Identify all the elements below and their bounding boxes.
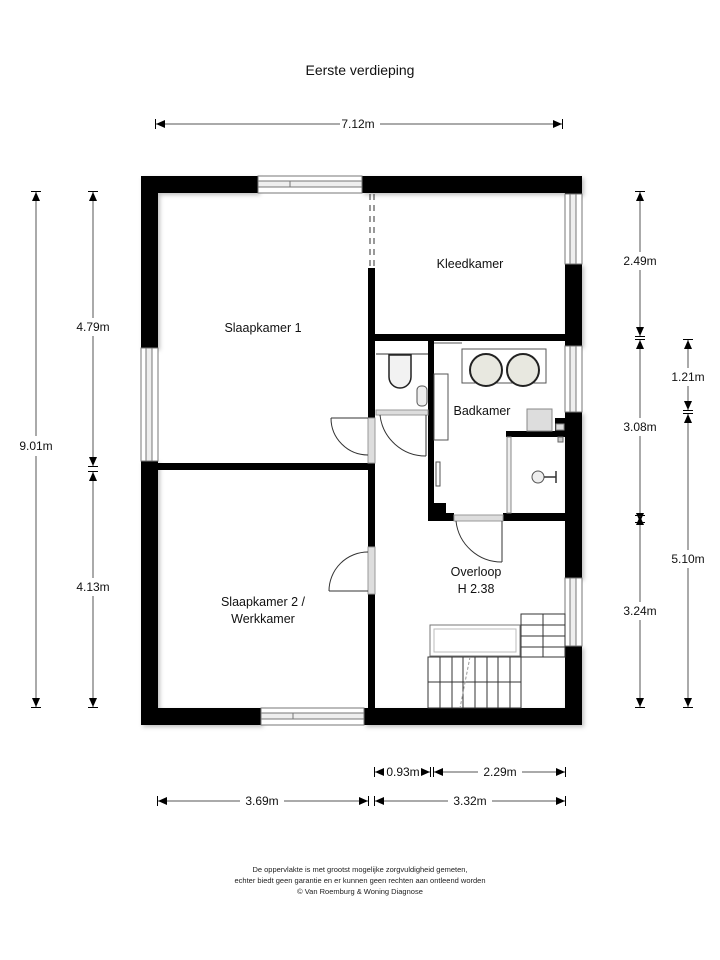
room-slaapkamer-1: Slaapkamer 1 bbox=[224, 321, 301, 335]
dimension-lines bbox=[31, 119, 693, 806]
room-overloop-height: H 2.38 bbox=[458, 582, 495, 596]
disclaimer: De oppervlakte is met grootst mogelijke … bbox=[0, 864, 720, 897]
dim-top-width: 7.12m bbox=[341, 117, 374, 131]
partition-opening bbox=[369, 194, 375, 266]
room-slaapkamer-2: Slaapkamer 2 / bbox=[221, 595, 306, 609]
dim-left-lower: 4.13m bbox=[76, 580, 109, 594]
dim-left-total: 9.01m bbox=[19, 439, 52, 453]
dim-right-inner-upper: 1.21m bbox=[671, 370, 704, 384]
copyright: © Van Roemburg & Woning Diagnose bbox=[297, 887, 423, 896]
walls bbox=[141, 176, 582, 725]
dim-bottom-right: 3.32m bbox=[453, 794, 486, 808]
room-overloop: Overloop bbox=[451, 565, 502, 579]
floor-title: Eerste verdieping bbox=[305, 62, 415, 78]
toilet bbox=[376, 353, 428, 407]
dim-right-inner-lower: 5.10m bbox=[671, 552, 704, 566]
room-badkamer: Badkamer bbox=[454, 404, 511, 418]
bath-cabinet bbox=[526, 408, 565, 432]
dim-bottom-small: 0.93m bbox=[386, 765, 419, 779]
dim-bottom-left: 3.69m bbox=[245, 794, 278, 808]
dim-right-badkamer: 3.08m bbox=[623, 420, 656, 434]
dim-right-overloop: 3.24m bbox=[623, 604, 656, 618]
windows bbox=[140, 175, 583, 726]
double-sink bbox=[433, 342, 547, 441]
dim-right-kleedkamer: 2.49m bbox=[623, 254, 656, 268]
room-kleedkamer: Kleedkamer bbox=[437, 257, 504, 271]
disclaimer-line-1: De oppervlakte is met grootst mogelijke … bbox=[252, 865, 468, 874]
stairs bbox=[427, 613, 566, 709]
disclaimer-line-2: echter biedt geen garantie en er kunnen … bbox=[234, 876, 486, 885]
shower bbox=[506, 436, 564, 514]
room-werkkamer: Werkkamer bbox=[231, 612, 295, 626]
doors bbox=[328, 409, 504, 595]
dim-bottom-right-upper: 2.29m bbox=[483, 765, 516, 779]
towel-radiator bbox=[435, 461, 441, 487]
dim-left-upper: 4.79m bbox=[76, 320, 109, 334]
